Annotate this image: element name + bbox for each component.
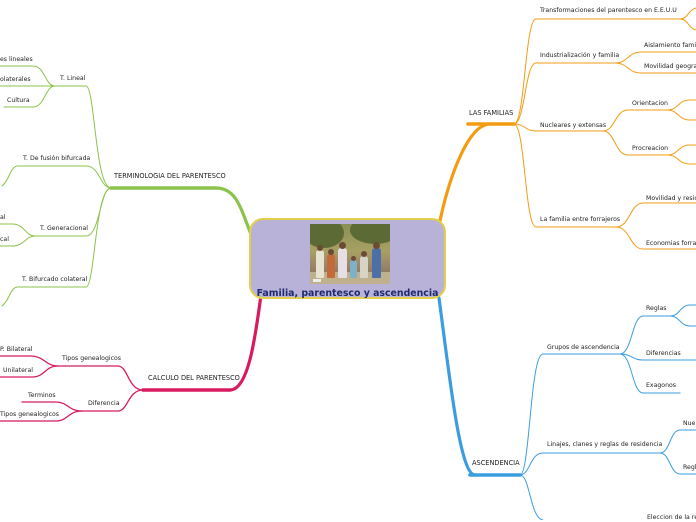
connector-center-ascendencia	[437, 296, 477, 477]
connector-center-calculo	[228, 293, 263, 392]
node-terminos[interactable]: Terminos	[28, 392, 56, 399]
connector-center-familias	[436, 122, 492, 232]
node-linajes-clanes[interactable]: Linajes, clanes y reglas de residencia	[547, 441, 663, 448]
node-generacional-child-2[interactable]: cal	[0, 236, 9, 243]
node-p-bilateral[interactable]: P. Bilateral	[0, 346, 33, 353]
node-lineales[interactable]: es lineales	[0, 56, 33, 63]
node-transformaciones[interactable]: Transformaciones del parentesco en E.E.U…	[540, 7, 677, 14]
node-industrializacion[interactable]: Industrialización y familia	[540, 52, 620, 59]
node-diferencias[interactable]: Diferencias	[646, 350, 681, 357]
node-familia-forrajeros[interactable]: La familia entre forrajeros	[540, 216, 621, 223]
node-calculo[interactable]: CALCULO DEL PARENTESCO	[148, 374, 240, 382]
node-reglas[interactable]: Reglas	[646, 305, 667, 312]
node-tipos-genealogicos-2[interactable]: Tipos genealogicos	[0, 411, 60, 418]
node-t-lineal[interactable]: T. Lineal	[60, 75, 86, 82]
node-orientacion[interactable]: Orientacion	[632, 100, 668, 107]
node-movilidad-residencia[interactable]: Movilidad y reside	[646, 195, 696, 202]
central-topic-title: Familia, parentesco y ascendencia	[256, 288, 439, 299]
node-nucleares-extensas[interactable]: Nucleares y extensas	[540, 122, 607, 129]
node-unilateral[interactable]: Unilateral	[3, 367, 33, 374]
node-linajes-child-1[interactable]: Nue	[683, 420, 696, 427]
node-t-bifurcado-colateral[interactable]: T. Bifurcado colateral	[22, 276, 88, 283]
node-familias[interactable]: LAS FAMILIAS	[469, 109, 514, 117]
node-procreacion[interactable]: Procreacion	[632, 145, 669, 152]
node-exagonos[interactable]: Exagonos	[646, 382, 677, 389]
node-terminologia[interactable]: TERMINOLOGIA DEL PARENTESCO	[114, 172, 226, 180]
node-movilidad-geografica[interactable]: Movilidad geografi	[644, 63, 696, 70]
node-eleccion-residencia[interactable]: Eleccion de la re	[647, 514, 696, 521]
node-grupos-ascendencia[interactable]: Grupos de ascendencia	[547, 344, 620, 351]
connector-center-terminologia	[214, 186, 252, 234]
node-t-fusion-bifurcada[interactable]: T. De fusión bifurcada	[23, 155, 91, 162]
node-tipos-genealogicos[interactable]: Tipos genealogicos	[62, 355, 122, 362]
family-photo	[310, 224, 390, 284]
node-ascendencia[interactable]: ASCENDENCIA	[472, 459, 520, 467]
node-linajes-child-2[interactable]: Regl	[683, 464, 696, 471]
node-cultura[interactable]: Cultura	[7, 97, 30, 104]
node-t-generacional[interactable]: T. Generacional	[40, 225, 88, 232]
node-aislamiento-familia[interactable]: Aislamiento familia	[644, 42, 696, 49]
node-diferencia[interactable]: Diferencia	[88, 400, 120, 407]
central-topic[interactable]: Familia, parentesco y ascendencia	[249, 218, 446, 299]
node-colaterales[interactable]: olaterales	[0, 76, 31, 83]
node-generacional-child-1[interactable]: al	[0, 214, 6, 221]
node-economias-forrajeras[interactable]: Economias forraje	[646, 240, 696, 247]
